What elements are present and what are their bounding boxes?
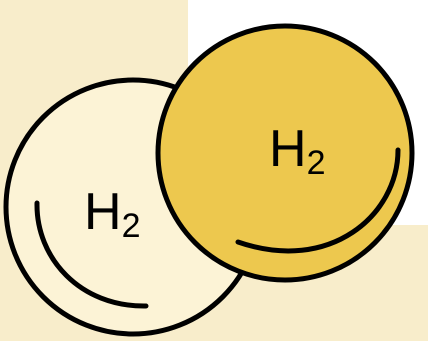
left-formula-main: H bbox=[84, 183, 122, 241]
right-molecule-formula: H2 bbox=[269, 120, 325, 182]
right-h2-molecule: H2 bbox=[155, 23, 415, 283]
right-molecule-circle bbox=[155, 23, 415, 283]
right-formula-main: H bbox=[269, 120, 307, 178]
right-molecule-highlight-arc bbox=[235, 147, 401, 254]
left-formula-sub: 2 bbox=[122, 207, 141, 245]
left-molecule-formula: H2 bbox=[84, 183, 140, 245]
left-molecule-highlight-arc bbox=[34, 200, 149, 309]
right-formula-sub: 2 bbox=[307, 144, 326, 182]
